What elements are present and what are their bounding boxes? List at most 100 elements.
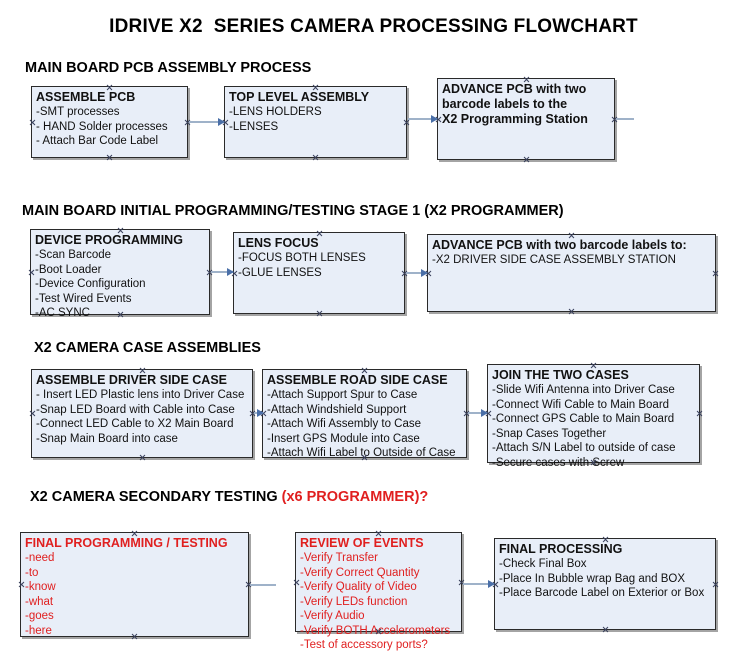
box-line: -GLUE LENSES — [238, 266, 322, 279]
box-header: DEVICE PROGRAMMING — [35, 233, 183, 247]
box-line: -Check Final Box — [499, 558, 587, 570]
box-line: -Snap LED Board with Cable into Case — [36, 403, 235, 416]
box-line: -LENS HOLDERS — [229, 106, 322, 118]
box-content: REVIEW OF EVENTS -Verify Transfer -Verif… — [296, 533, 461, 653]
box-header: FINAL PROCESSING — [499, 542, 623, 556]
box-content: DEVICE PROGRAMMING -Scan Barcode -Boot L… — [31, 230, 209, 321]
box-review-of-events[interactable]: REVIEW OF EVENTS -Verify Transfer -Verif… — [295, 532, 462, 651]
box-line: -goes — [25, 610, 54, 622]
section-title-main-board-initial-programming: MAIN BOARD INITIAL PROGRAMMING/TESTING S… — [22, 203, 564, 219]
box-final-programming-testing[interactable]: FINAL PROGRAMMING / TESTING -need -to -k… — [20, 532, 249, 637]
connector-handle-bottom[interactable] — [312, 154, 319, 161]
box-line: - Insert LED Plastic lens into Driver Ca… — [36, 389, 245, 401]
box-assemble-pcb[interactable]: ASSEMBLE PCB -SMT processes - HAND Solde… — [31, 86, 188, 158]
connector-handle-bottom[interactable] — [523, 156, 530, 163]
section-title-x2-camera-secondary-testing: X2 CAMERA SECONDARY TESTING (x6 PROGRAMM… — [30, 489, 428, 505]
connector-assemble-pcb-to-top-level-assembly — [189, 118, 225, 126]
box-line: -to — [25, 566, 39, 579]
box-line: -FOCUS BOTH LENSES — [238, 252, 366, 264]
box-line-overflow: -Test of accessory ports? — [300, 639, 428, 651]
box-line: -Verify Audio — [300, 610, 365, 622]
box-line: -Attach Support Spur to Case — [267, 389, 418, 401]
box-content: ASSEMBLE PCB -SMT processes - HAND Solde… — [32, 87, 187, 149]
box-line: -Insert GPS Module into Case — [267, 432, 420, 445]
box-line: -AC SYNC — [35, 307, 90, 319]
connector-review-of-events-to-final-processing — [463, 580, 495, 588]
box-line: -SMT processes — [36, 106, 120, 118]
box-line: -Test Wired Events — [35, 292, 132, 305]
arrow-head-icon — [218, 118, 225, 126]
connector-handle-right[interactable] — [712, 270, 719, 277]
box-line: -Boot Loader — [35, 263, 102, 276]
box-line: -Verify Quality of Video — [300, 581, 417, 593]
box-line: -what — [25, 595, 54, 608]
box-final-processing[interactable]: FINAL PROCESSING -Check Final Box -Place… — [494, 538, 716, 630]
arrow-head-icon — [227, 268, 234, 276]
arrow-head-icon — [257, 409, 264, 417]
box-line: -X2 DRIVER SIDE CASE ASSEMBLY STATION — [432, 254, 676, 266]
box-line: -need — [25, 552, 55, 564]
connector-driver-side-to-road-side — [254, 409, 264, 417]
box-header: TOP LEVEL ASSEMBLY — [229, 90, 370, 104]
box-content: FINAL PROCESSING -Check Final Box -Place… — [495, 539, 715, 601]
box-line: -know — [25, 581, 56, 593]
section-title-accent: (x6 PROGRAMMER)? — [281, 489, 429, 505]
box-content: ASSEMBLE ROAD SIDE CASE -Attach Support … — [263, 370, 466, 461]
box-content: TOP LEVEL ASSEMBLY -LENS HOLDERS -LENSES — [225, 87, 406, 134]
section-title-main-board-pcb-assembly: MAIN BOARD PCB ASSEMBLY PROCESS — [25, 60, 312, 76]
arrow-head-icon — [421, 269, 428, 277]
box-line: -Place Barcode Label on Exterior or Box — [499, 587, 705, 599]
box-line: -Snap Cases Together — [492, 427, 607, 440]
box-content: ADVANCE PCB with two barcode labels to: … — [428, 235, 715, 268]
box-line: -Attach S/N Label to outside of case — [492, 442, 676, 454]
box-line: -Attach Wifi Label to Outside of Case — [267, 447, 456, 459]
box-line: -here — [25, 624, 52, 637]
box-assemble-road-side-case[interactable]: ASSEMBLE ROAD SIDE CASE -Attach Support … — [262, 369, 467, 461]
section-title-text: X2 CAMERA SECONDARY TESTING — [30, 489, 282, 505]
box-line: - Attach Bar Code Label — [36, 135, 159, 147]
box-lens-focus[interactable]: LENS FOCUS -FOCUS BOTH LENSES -GLUE LENS… — [233, 232, 405, 314]
box-line: -Attach Wifi Assembly to Case — [267, 418, 422, 430]
box-advance-pcb-to-driver-side-case-assembly[interactable]: ADVANCE PCB with two barcode labels to: … — [427, 234, 716, 312]
box-header: ADVANCE PCB with two barcode labels to t… — [442, 82, 588, 126]
box-top-level-assembly[interactable]: TOP LEVEL ASSEMBLY -LENS HOLDERS -LENSES — [224, 86, 407, 158]
box-line: -Verify Transfer — [300, 552, 378, 564]
connector-handle-bottom[interactable] — [602, 626, 609, 633]
box-advance-pcb-to-x2-programming-station[interactable]: ADVANCE PCB with two barcode labels to t… — [437, 78, 615, 160]
connector-handle-bottom[interactable] — [568, 308, 575, 315]
box-join-the-two-cases[interactable]: JOIN THE TWO CASES -Slide Wifi Antenna i… — [487, 364, 700, 469]
connector-handle-bottom[interactable] — [316, 310, 323, 317]
box-content: JOIN THE TWO CASES -Slide Wifi Antenna i… — [488, 365, 699, 470]
box-header: ASSEMBLE ROAD SIDE CASE — [267, 373, 448, 387]
box-line: -Scan Barcode — [35, 249, 112, 261]
box-assemble-driver-side-case[interactable]: ASSEMBLE DRIVER SIDE CASE - Insert LED P… — [31, 369, 253, 458]
connector-handle-bottom[interactable] — [139, 454, 146, 461]
box-header: ASSEMBLE PCB — [36, 90, 136, 104]
box-line: -Place In Bubble wrap Bag and BOX — [499, 572, 686, 585]
box-header: ADVANCE PCB with two barcode labels to: — [432, 238, 687, 252]
box-line: -LENSES — [229, 120, 279, 133]
box-line: -Snap Main Board into case — [36, 432, 178, 445]
box-line: -Secure cases with Screw — [492, 456, 625, 469]
box-line: -Slide Wifi Antenna into Driver Case — [492, 384, 675, 396]
box-line: - HAND Solder processes — [36, 120, 168, 133]
arrow-head-icon — [481, 409, 488, 417]
box-header: JOIN THE TWO CASES — [492, 368, 629, 382]
connector-top-level-assembly-to-advance-pcb — [408, 115, 438, 123]
connector-handle-bottom[interactable] — [106, 154, 113, 161]
page-title: IDRIVE X2 SERIES CAMERA PROCESSING FLOWC… — [109, 16, 638, 37]
connector-lens-focus-to-advance-pcb — [406, 269, 428, 277]
arrow-head-icon — [488, 580, 495, 588]
box-line: -Connect LED Cable to X2 Main Board — [36, 418, 234, 430]
box-header: REVIEW OF EVENTS — [300, 536, 424, 550]
box-device-programming[interactable]: DEVICE PROGRAMMING -Scan Barcode -Boot L… — [30, 229, 210, 319]
box-header: LENS FOCUS — [238, 236, 319, 250]
connector-device-programming-to-lens-focus — [211, 268, 234, 276]
box-header: FINAL PROGRAMMING / TESTING — [25, 536, 228, 550]
box-line: -Verify Correct Quantity — [300, 566, 420, 579]
connector-stub-final-programming-right — [250, 584, 276, 586]
connector-road-side-to-join-two-cases — [468, 409, 488, 417]
box-content: ASSEMBLE DRIVER SIDE CASE - Insert LED P… — [32, 370, 252, 446]
box-line: -Connect Wifi Cable to Main Board — [492, 398, 670, 411]
